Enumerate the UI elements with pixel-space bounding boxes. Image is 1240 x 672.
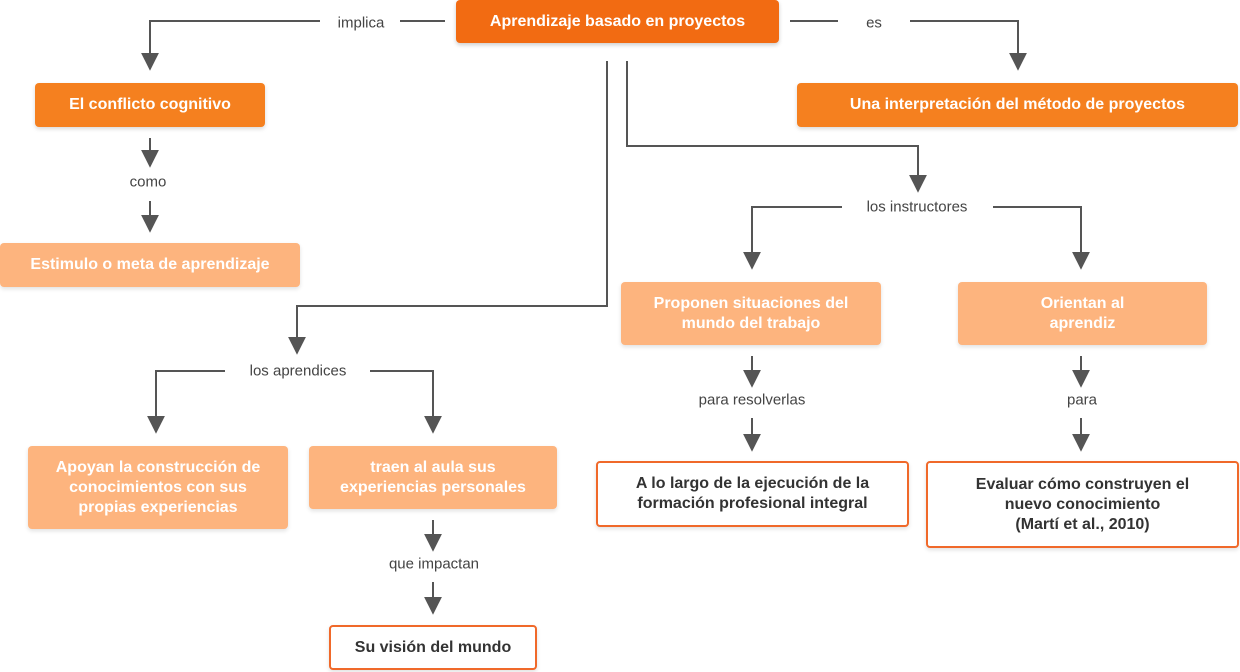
node-interpretacion-metodo: Una interpretación del método de proyect… xyxy=(797,83,1238,127)
node-vision-del-mundo: Su visión del mundo xyxy=(329,625,537,670)
arrow-aprendices-apoyan xyxy=(147,370,225,434)
label-es: es xyxy=(866,14,882,32)
node-proponen-situaciones: Proponen situaciones del mundo del traba… xyxy=(621,282,881,345)
node-orientan-aprendiz: Orientan al aprendiz xyxy=(958,282,1207,345)
label-que-impactan: que impactan xyxy=(388,555,480,573)
arrow-instructores-proponen xyxy=(743,206,842,270)
arrow-to-interpretacion xyxy=(910,20,1027,71)
arrow-root-aprendices xyxy=(288,61,608,355)
label-implica: implica xyxy=(337,14,385,32)
node-apoyan-construccion: Apoyan la construcción de conocimientos … xyxy=(28,446,288,529)
node-aprendizaje-basado-en-proyectos: Aprendizaje basado en proyectos xyxy=(456,0,779,43)
node-estimulo-meta: Estimulo o meta de aprendizaje xyxy=(0,243,300,287)
label-los-aprendices: los aprendices xyxy=(249,362,347,380)
arrow-aprendices-traen xyxy=(370,370,442,434)
node-traen-experiencias: traen al aula sus experiencias personale… xyxy=(309,446,557,509)
label-los-instructores: los instructores xyxy=(866,198,968,216)
label-como: como xyxy=(129,173,167,191)
node-conflicto-cognitivo: El conflicto cognitivo xyxy=(35,83,265,127)
arrow-root-instructores xyxy=(626,61,927,193)
node-a-lo-largo: A lo largo de la ejecución de la formaci… xyxy=(596,461,909,527)
arrow-to-conflicto xyxy=(141,20,320,71)
label-para-resolverlas: para resolverlas xyxy=(698,391,806,409)
arrow-instructores-orientan xyxy=(993,206,1090,270)
label-para: para xyxy=(1066,391,1098,409)
node-evaluar-conocimiento: Evaluar cómo construyen el nuevo conocim… xyxy=(926,461,1239,548)
